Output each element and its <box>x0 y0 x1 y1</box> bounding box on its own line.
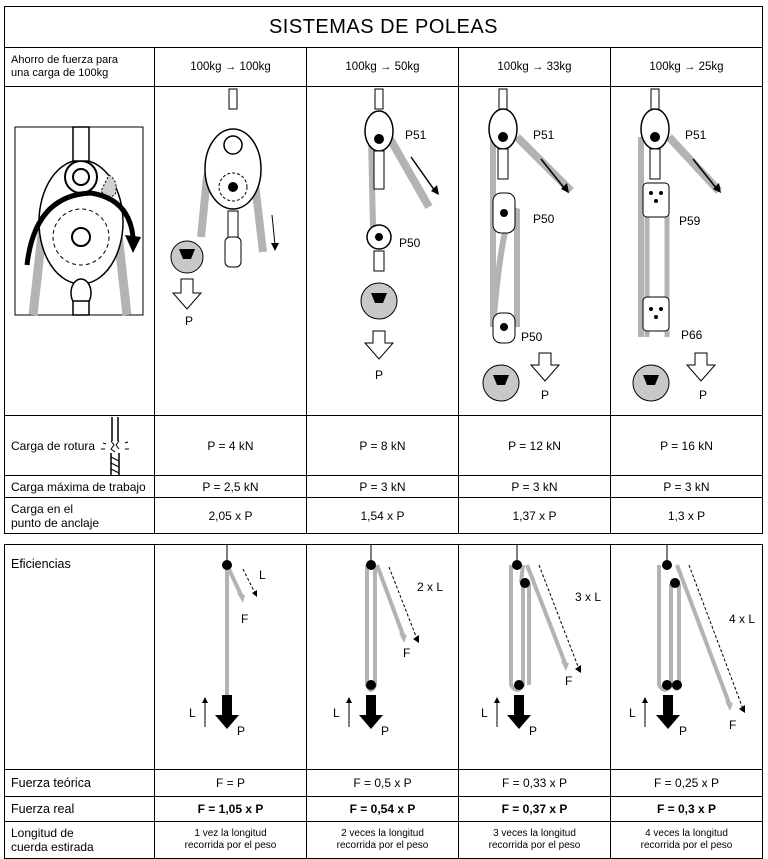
fuerza-teorica-1: F = P <box>154 769 307 797</box>
pulley-systems-sheet: SISTEMAS DE POLEAS Ahorro de fuerza para… <box>4 6 763 859</box>
carga-anclaje-3: 1,37 x P <box>458 497 611 534</box>
pulley-label-4b: P59 <box>679 214 701 228</box>
broken-rope-icon <box>101 416 130 475</box>
eff-load-4: P <box>679 724 687 738</box>
eff-travel-3: L <box>481 706 488 720</box>
fuerza-real-2: F = 0,54 x P <box>306 796 459 822</box>
bottom-table: Eficiencias L F L P <box>4 544 763 859</box>
carga-rotura-label-cell: Carga de rotura <box>4 415 155 476</box>
eff-travel-1: L <box>189 706 196 720</box>
header-col-3: 100kg → 33kg <box>458 47 611 87</box>
efficiency-diagram-3: 3 x L F L P <box>481 545 601 738</box>
eff-length-3: 3 x L <box>575 590 601 604</box>
load-label-2: P <box>375 368 383 382</box>
carga-maxima-label: Carga máxima de trabajo <box>4 475 155 498</box>
eff-force-1: F <box>241 612 248 626</box>
pulley-label-3b: P50 <box>533 212 555 226</box>
fuerza-real-1: F = 1,05 x P <box>154 796 307 822</box>
eff-travel-4: L <box>629 706 636 720</box>
eff-load-1: P <box>237 724 245 738</box>
fuerza-real-3: F = 0,37 x P <box>458 796 611 822</box>
pulley-label-4a: P51 <box>685 128 707 142</box>
pulley-detail-cell <box>4 86 155 416</box>
load-label-4: P <box>699 388 707 402</box>
three-pulley-diagram: P51 P50 P50 P <box>482 88 574 402</box>
carga-maxima-2: P = 3 kN <box>306 475 459 498</box>
pulley-detail-illustration <box>14 126 144 316</box>
pulley-label-4c: P66 <box>681 328 703 342</box>
carga-maxima-1: P = 2,5 kN <box>154 475 307 498</box>
page-title: SISTEMAS DE POLEAS <box>4 6 763 48</box>
eficiencia-diagram-2: 2 x L F L P <box>306 544 459 770</box>
diagram-cell-2: P51 P50 P <box>306 86 459 416</box>
eff-travel-2: L <box>333 706 340 720</box>
carga-anclaje-2: 1,54 x P <box>306 497 459 534</box>
table-gap <box>4 534 762 544</box>
four-pulley-diagram: P51 P59 P66 P <box>632 88 722 402</box>
fuerza-real-label: Fuerza real <box>4 796 155 822</box>
eff-length-4: 4 x L <box>729 612 755 626</box>
fuerza-teorica-label: Fuerza teórica <box>4 769 155 797</box>
load-label-3: P <box>541 388 549 402</box>
fuerza-teorica-2: F = 0,5 x P <box>306 769 459 797</box>
single-pulley-diagram: P <box>170 88 279 328</box>
carga-rotura-3: P = 12 kN <box>458 415 611 476</box>
carga-rotura-label: Carga de rotura <box>11 438 96 453</box>
efficiency-diagram-2: 2 x L F L P <box>333 545 443 738</box>
pulley-label-3c: P50 <box>521 330 543 344</box>
eficiencia-diagram-3: 3 x L F L P <box>458 544 611 770</box>
carga-rotura-4: P = 16 kN <box>610 415 763 476</box>
eff-force-3: F <box>565 674 572 688</box>
eff-force-4: F <box>729 718 736 732</box>
carga-maxima-3: P = 3 kN <box>458 475 611 498</box>
eff-length-1: L <box>259 568 266 582</box>
eff-length-2: 2 x L <box>417 580 443 594</box>
pulley-label-3a: P51 <box>533 128 555 142</box>
eficiencias-label: Eficiencias <box>4 544 155 770</box>
diagram-cell-4: P51 P59 P66 P <box>610 86 763 416</box>
header-col-4: 100kg → 25kg <box>610 47 763 87</box>
efficiency-diagram-4: 4 x L F L P <box>629 545 755 738</box>
eficiencia-diagram-4: 4 x L F L P <box>610 544 763 770</box>
fuerza-real-4: F = 0,3 x P <box>610 796 763 822</box>
fuerza-teorica-4: F = 0,25 x P <box>610 769 763 797</box>
fuerza-teorica-3: F = 0,33 x P <box>458 769 611 797</box>
carga-maxima-4: P = 3 kN <box>610 475 763 498</box>
diagram-cell-3: P51 P50 P50 P <box>458 86 611 416</box>
load-label-1: P <box>185 314 193 328</box>
carga-anclaje-4: 1,3 x P <box>610 497 763 534</box>
eff-load-2: P <box>381 724 389 738</box>
carga-anclaje-1: 2,05 x P <box>154 497 307 534</box>
eficiencia-diagram-1: L F L P <box>154 544 307 770</box>
top-table: SISTEMAS DE POLEAS Ahorro de fuerza para… <box>4 6 763 534</box>
efficiency-diagram-1: L F L P <box>189 545 266 738</box>
carga-rotura-1: P = 4 kN <box>154 415 307 476</box>
eff-force-2: F <box>403 646 410 660</box>
header-col-2: 100kg → 50kg <box>306 47 459 87</box>
eff-load-3: P <box>529 724 537 738</box>
pulley-label-2a: P51 <box>405 128 427 142</box>
diagram-cell-1: P <box>154 86 307 416</box>
pulley-label-2b: P50 <box>399 236 421 250</box>
header-col-1: 100kg → 100kg <box>154 47 307 87</box>
two-pulley-diagram: P51 P50 P <box>360 88 439 382</box>
carga-rotura-2: P = 8 kN <box>306 415 459 476</box>
